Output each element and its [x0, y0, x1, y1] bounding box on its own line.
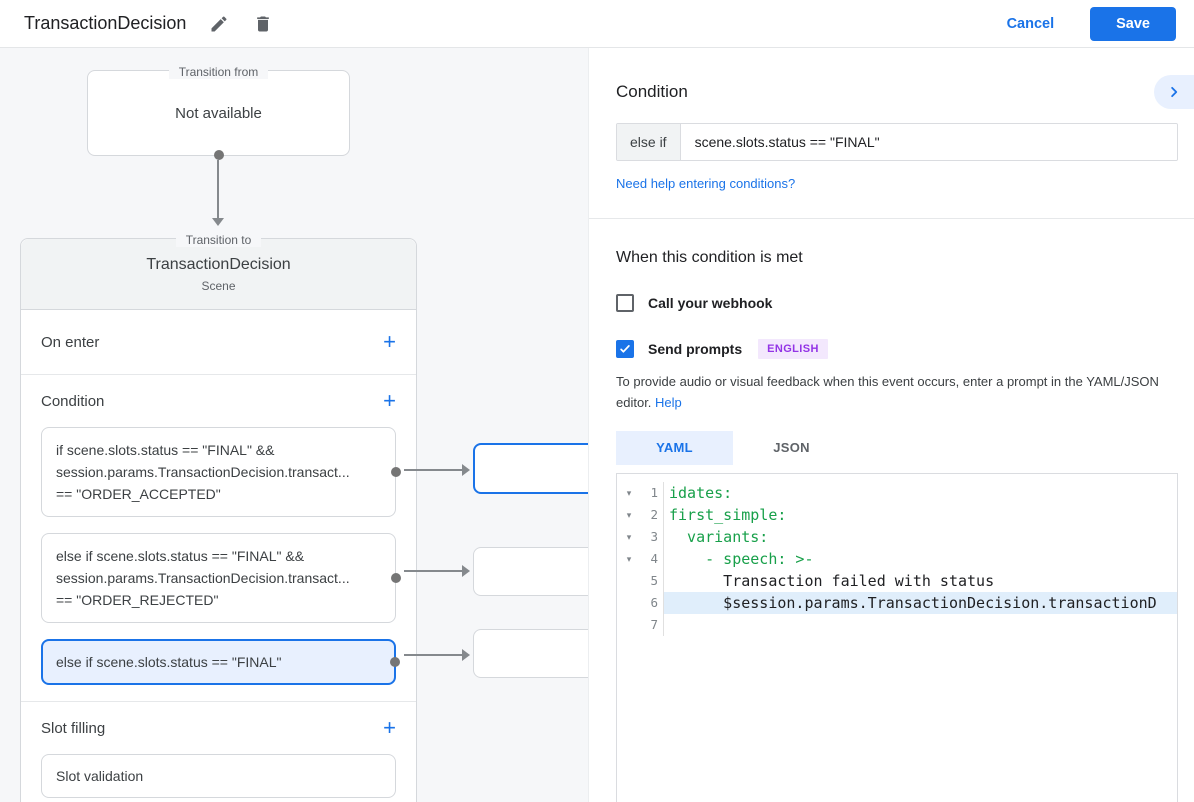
slot-filling-section-header: Slot filling +	[21, 702, 416, 754]
page-title: TransactionDecision	[24, 13, 187, 33]
fold-arrow-icon[interactable]: ▾	[626, 553, 632, 564]
code-text: first_simple:	[663, 503, 1177, 526]
transition-arrow	[404, 565, 470, 577]
fold-arrow-icon[interactable]: ▾	[626, 487, 632, 498]
scene-subtitle: Scene	[201, 278, 236, 293]
send-prompts-checkbox[interactable]	[616, 340, 634, 358]
fold-arrow-icon[interactable]: ▾	[626, 531, 632, 542]
when-met-heading: When this condition is met	[616, 249, 803, 266]
help-link[interactable]: Help	[655, 394, 682, 410]
editor-line: ▾ 2 first_simple:	[617, 503, 1177, 526]
on-enter-row: On enter +	[21, 310, 416, 375]
tab-json[interactable]: JSON	[773, 440, 810, 456]
condition-detail-panel: Condition else if Need help entering con…	[588, 48, 1194, 802]
check-icon	[620, 345, 630, 353]
fold-gutter	[617, 592, 641, 614]
transition-from-box: Transition from Not available	[87, 65, 350, 160]
editor-line: ▾ 4 - speech: >-	[617, 547, 1177, 570]
code-text: Transaction failed with status	[663, 569, 1177, 592]
editor-line: 5 Transaction failed with status	[617, 569, 1177, 592]
scene-title: TransactionDecision	[146, 255, 291, 273]
send-prompts-row: Send prompts ENGLISH	[616, 339, 1178, 359]
condition-item-line: session.params.TransactionDecision.trans…	[56, 570, 350, 586]
editor-line: ▾ 3 variants:	[617, 525, 1177, 548]
webhook-checkbox[interactable]	[616, 294, 634, 312]
panel-divider	[589, 218, 1194, 219]
editor-line: 6 $session.params.TransactionDecision.tr…	[617, 591, 1177, 614]
line-number: 6	[650, 594, 658, 610]
condition-item-line: else if scene.slots.status == "FINAL" &&	[56, 548, 305, 564]
condition-section-header: Condition +	[21, 375, 416, 427]
save-button[interactable]: Save	[1090, 6, 1176, 41]
language-badge: ENGLISH	[758, 339, 828, 359]
add-on-enter-icon[interactable]: +	[383, 329, 396, 354]
fold-gutter	[617, 570, 641, 592]
line-number: 2	[650, 506, 658, 522]
condition-item-line: == "ORDER_REJECTED"	[56, 592, 219, 608]
add-slot-icon[interactable]: +	[383, 715, 396, 740]
connector-dot	[391, 467, 401, 477]
add-condition-icon[interactable]: +	[383, 388, 396, 413]
condition-list: if scene.slots.status == "FINAL" && sessi…	[21, 427, 416, 685]
code-text: variants:	[663, 525, 1177, 548]
connector-dot	[213, 150, 224, 160]
pencil-icon	[211, 15, 227, 31]
code-text: idates:	[663, 481, 1177, 504]
trash-icon	[257, 16, 270, 31]
condition-section-label: Condition	[41, 392, 105, 410]
transition-arrow	[404, 649, 470, 661]
section-divider	[21, 701, 416, 702]
line-number: 7	[650, 616, 658, 632]
transition-arrow-vertical	[217, 160, 219, 218]
edit-button[interactable]	[208, 13, 230, 35]
connector-dot	[390, 657, 400, 667]
fold-arrow-icon[interactable]: ▾	[626, 509, 632, 520]
cancel-button[interactable]: Cancel	[1006, 15, 1055, 32]
scene-card-header: TransactionDecision Scene	[21, 239, 416, 310]
transition-to-card: Transition to TransactionDecision Scene …	[20, 233, 417, 802]
collapse-panel-button[interactable]	[1154, 75, 1194, 109]
editor-line: ▾ 1 idates:	[617, 481, 1177, 504]
chevron-right-icon	[1171, 86, 1178, 98]
prompts-description: To provide audio or visual feedback when…	[616, 372, 1176, 414]
fold-gutter	[617, 614, 641, 636]
code-text: - speech: >-	[663, 547, 1177, 570]
editor-line: 7	[617, 613, 1177, 636]
code-text: $session.params.TransactionDecision.tran…	[663, 591, 1177, 614]
webhook-row: Call your webhook	[616, 294, 1178, 312]
connector-dot	[391, 573, 401, 583]
condition-item[interactable]: else if scene.slots.status == "FINAL"	[41, 639, 400, 685]
slot-validation-item[interactable]: Slot validation	[41, 754, 396, 798]
condition-item-line: if scene.slots.status == "FINAL" &&	[56, 442, 275, 458]
transition-from-text: Not available	[175, 104, 262, 122]
delete-button[interactable]	[252, 13, 274, 35]
panel-title: Condition	[616, 82, 688, 101]
tab-yaml[interactable]: YAML	[616, 430, 733, 465]
condition-help-link[interactable]: Need help entering conditions?	[616, 176, 796, 191]
condition-prefix: else if	[617, 124, 681, 160]
prompts-description-text: To provide audio or visual feedback when…	[616, 374, 1159, 410]
yaml-editor[interactable]: ▾ 1 idates: ▾ 2 first_simple: ▾ 3 variants: ▾ 4 -…	[616, 472, 1178, 802]
transition-from-legend: Transition from	[88, 63, 349, 81]
send-prompts-label[interactable]: Send prompts	[648, 341, 743, 357]
condition-item-line: session.params.TransactionDecision.trans…	[56, 464, 350, 480]
transition-arrow	[404, 464, 470, 476]
condition-item[interactable]: else if scene.slots.status == "FINAL" &&…	[41, 533, 401, 623]
condition-item-line: == "ORDER_ACCEPTED"	[56, 486, 221, 502]
slot-filling-label: Slot filling	[41, 719, 106, 737]
code-text	[663, 613, 1177, 636]
line-number: 4	[650, 550, 658, 566]
condition-item-line: else if scene.slots.status == "FINAL"	[56, 654, 282, 670]
arrowhead-down-icon	[212, 218, 224, 226]
editor-tabs: YAML JSON	[616, 430, 1178, 465]
webhook-label[interactable]: Call your webhook	[648, 295, 773, 311]
condition-input[interactable]	[680, 124, 1177, 160]
top-bar: TransactionDecision Cancel Save	[0, 0, 1194, 48]
on-enter-label: On enter	[41, 333, 100, 351]
condition-input-row: else if	[616, 123, 1178, 161]
line-number: 3	[650, 528, 658, 544]
line-number: 1	[650, 484, 658, 500]
condition-item[interactable]: if scene.slots.status == "FINAL" && sessi…	[41, 427, 401, 517]
line-number: 5	[650, 572, 658, 588]
